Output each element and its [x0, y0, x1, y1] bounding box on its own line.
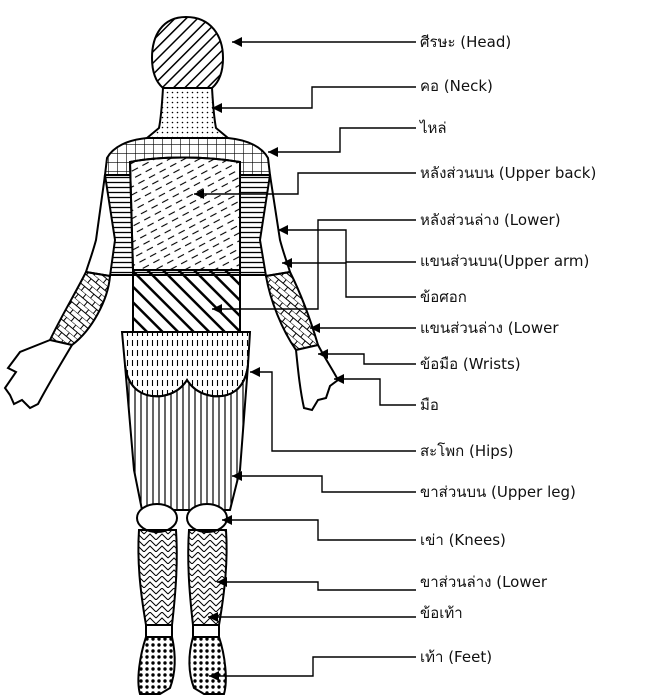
left-hand-region: [5, 340, 72, 408]
label-knees: เข่า (Knees): [420, 530, 506, 550]
right-forearm-region: [266, 272, 318, 350]
arrow-shoulder: [268, 147, 278, 157]
label-lower-leg: ขาส่วนล่าง (Lower: [420, 572, 547, 592]
figure-regions: [5, 17, 338, 694]
head-region: [152, 17, 223, 88]
right-knee-region: [187, 504, 227, 532]
label-hand: มือ: [420, 395, 439, 415]
neck-region: [147, 88, 228, 138]
left-knee-region: [137, 504, 177, 532]
right-ankle-region: [193, 625, 219, 637]
label-lower-back: หลังส่วนล่าง (Lower): [420, 210, 561, 230]
lower-back-region: [133, 270, 240, 332]
right-foot-region: [189, 637, 225, 694]
left-foot-region: [138, 637, 174, 694]
label-lower-arm: แขนส่วนล่าง (Lower: [420, 318, 559, 338]
label-ankle: ข้อเท้า: [420, 603, 463, 623]
label-upper-arm: แขนส่วนบน(Upper arm): [420, 251, 589, 271]
label-neck: คอ (Neck): [420, 76, 493, 96]
label-feet: เท้า (Feet): [420, 647, 492, 667]
right-lower-leg-region: [188, 530, 226, 625]
label-upper-leg: ขาส่วนบน (Upper leg): [420, 482, 576, 502]
left-ankle-region: [146, 625, 172, 637]
label-head: ศีรษะ (Head): [420, 32, 511, 52]
label-upper-back: หลังส่วนบน (Upper back): [420, 163, 596, 183]
label-hips: สะโพก (Hips): [420, 441, 514, 461]
arrow-head: [232, 37, 242, 47]
label-wrists: ข้อมือ (Wrists): [420, 354, 521, 374]
right-hand-region: [296, 345, 338, 410]
left-lower-leg-region: [138, 530, 176, 625]
upper-back-pattern: [130, 158, 240, 271]
label-elbow: ข้อศอก: [420, 287, 467, 307]
arrow-hips: [250, 367, 260, 377]
label-shoulder: ไหล่: [420, 118, 447, 138]
left-forearm-region: [50, 272, 110, 345]
